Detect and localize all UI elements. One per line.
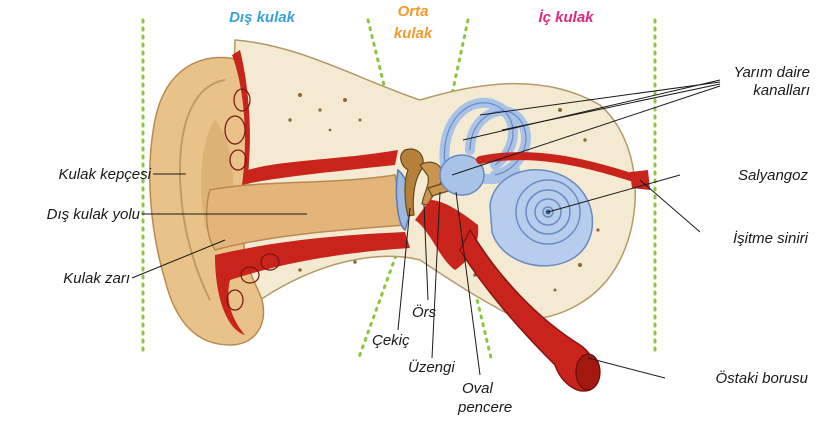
- leader-hammer: [397, 207, 411, 331]
- leader-anvil: [423, 204, 429, 301]
- cochlea-shape: [489, 169, 594, 267]
- ear-illustration: [149, 39, 650, 392]
- canal-upper-wall: [232, 50, 398, 185]
- bone-texture: [288, 93, 602, 302]
- label-anvil: Örs: [412, 303, 437, 321]
- header-middle-ear-line1: Orta: [398, 3, 429, 20]
- header-middle-ear-line2: kulak: [394, 25, 433, 42]
- vestibule: [439, 154, 485, 196]
- label-canals-line2: kanalları: [753, 82, 810, 99]
- label-stirrup: Üzengi: [408, 358, 455, 376]
- label-eardrum: Kulak zarı: [63, 270, 130, 287]
- leader-canals-4: [451, 85, 721, 176]
- leader-nerve: [639, 179, 701, 233]
- canal-cells: [224, 88, 280, 311]
- label-eustachian: Östaki borusu: [715, 369, 808, 387]
- header-inner-ear: İç kulak: [538, 9, 594, 26]
- label-hammer: Çekiç: [372, 332, 410, 349]
- cochlea-spiral: [515, 179, 581, 245]
- label-pinna: Kulak kepçesi: [58, 166, 151, 183]
- leader-canals-1: [462, 79, 721, 141]
- leader-oval-window: [455, 191, 481, 376]
- canal-lower-wall: [215, 232, 410, 335]
- header-outer-ear: Dış kulak: [229, 9, 296, 26]
- label-oval-window-line1: Oval: [462, 380, 494, 397]
- ear-canal-shape: [205, 174, 406, 251]
- label-cochlea: Salyangoz: [738, 167, 809, 184]
- leader-eustachian: [587, 357, 666, 379]
- leader-eardrum: [131, 239, 226, 279]
- label-ear-canal: Dış kulak yolu: [47, 206, 141, 223]
- leader-lines: [131, 79, 721, 379]
- leader-canals-2: [479, 81, 721, 116]
- label-canals-line1: Yarım daire: [734, 64, 810, 81]
- eustachian-opening: [575, 353, 601, 391]
- label-oval-window-line2: pencere: [457, 399, 512, 416]
- nerve-shape: [476, 152, 644, 184]
- label-nerve: İşitme siniri: [733, 230, 809, 247]
- pinna-fold: [178, 79, 226, 301]
- leader-cochlea: [547, 174, 681, 213]
- hammer-shape: [400, 148, 424, 217]
- leader-stirrup: [431, 191, 441, 359]
- leader-canals-3: [501, 83, 721, 131]
- canal-outlines: [443, 102, 527, 176]
